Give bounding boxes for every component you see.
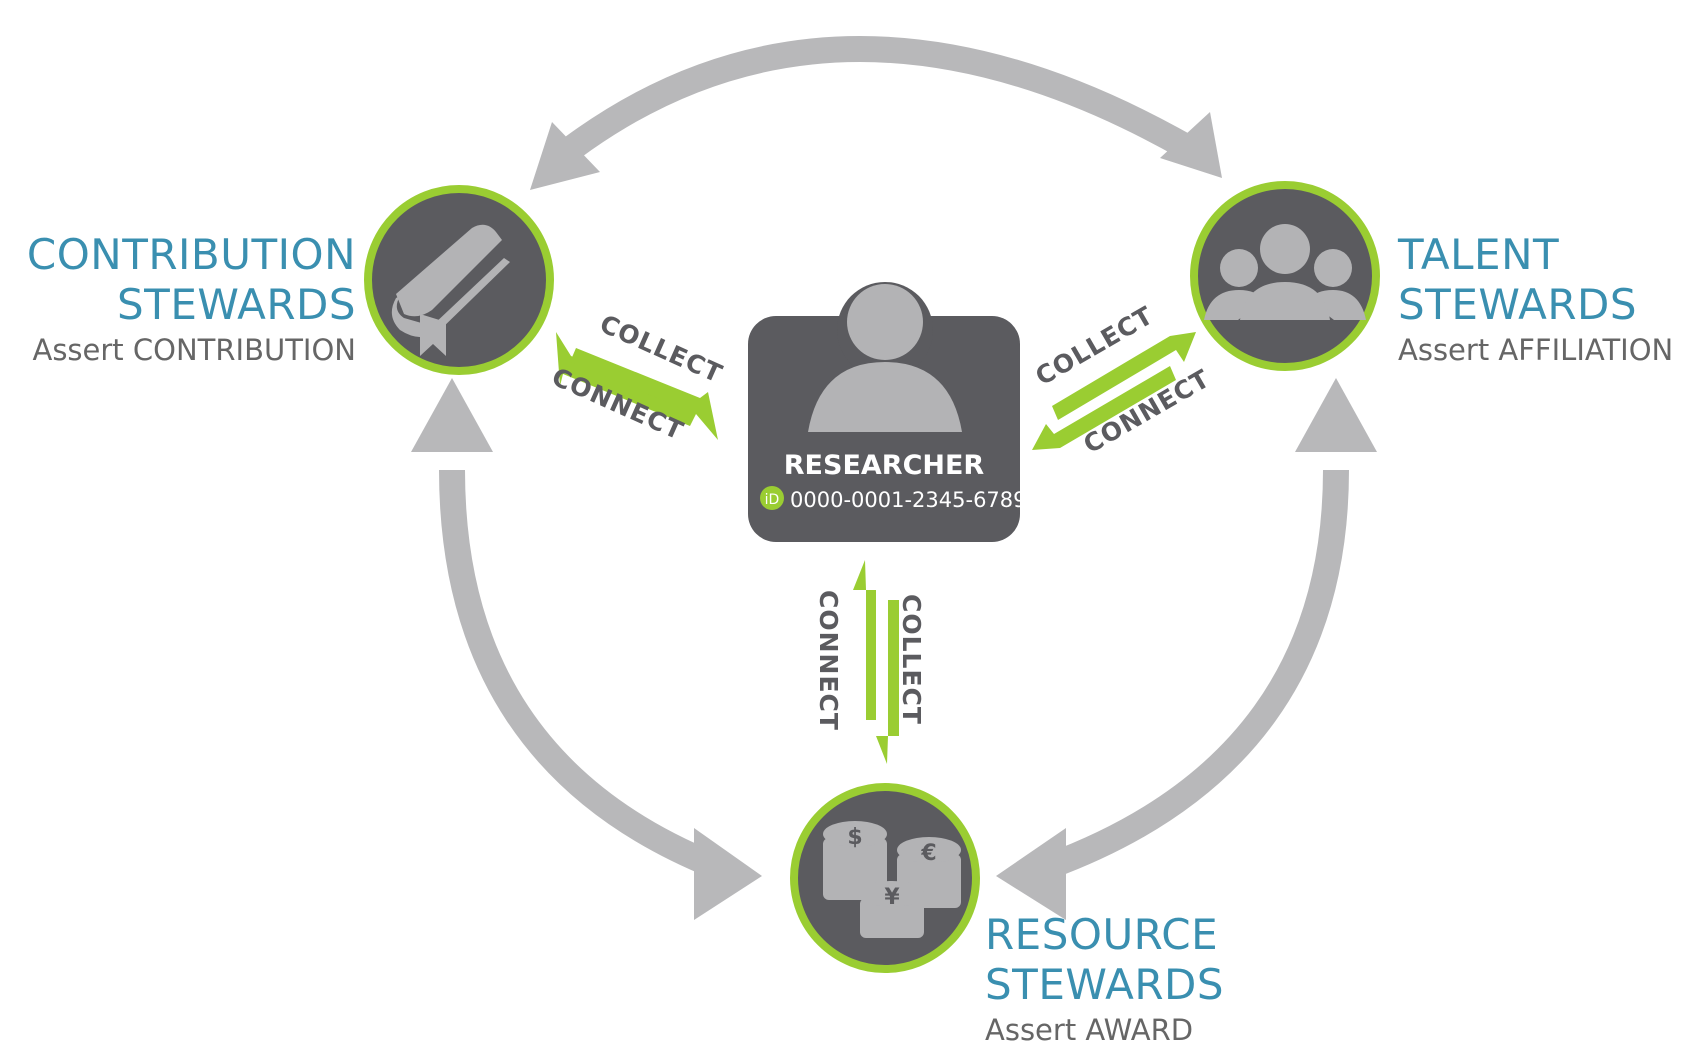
arrowhead-bottom-right bbox=[996, 828, 1066, 920]
arrowhead-top-right bbox=[1160, 112, 1222, 178]
collect-arrow-down bbox=[876, 600, 899, 764]
resource-title-line1: RESOURCE bbox=[985, 910, 1219, 959]
arrowhead-top-left bbox=[530, 122, 600, 190]
book-icon bbox=[391, 224, 510, 356]
person-icon bbox=[808, 284, 962, 432]
connect-arrow-up bbox=[853, 560, 876, 720]
right-collect-label: COLLECT bbox=[1031, 301, 1159, 392]
contribution-title-line2: STEWARDS bbox=[117, 280, 356, 329]
bottom-connect-label: CONNECT bbox=[814, 590, 843, 731]
coins-icon: $ € ¥ bbox=[823, 821, 961, 938]
group-icon bbox=[1204, 224, 1366, 320]
contribution-subtitle: Assert CONTRIBUTION bbox=[32, 333, 356, 367]
talent-node bbox=[1190, 181, 1380, 371]
researcher-label: RESEARCHER bbox=[784, 450, 985, 481]
right-cycle-arc bbox=[1045, 469, 1349, 879]
cycle-arrowheads bbox=[411, 112, 1377, 920]
researcher-card: RESEARCHER iD 0000-0001-2345-6789 bbox=[748, 282, 1027, 542]
arrowhead-left-up bbox=[411, 378, 493, 452]
euro-symbol: € bbox=[920, 841, 936, 866]
orcid-badge-text: iD bbox=[765, 492, 780, 508]
talent-circle bbox=[1190, 181, 1380, 371]
resource-label: RESOURCE STEWARDS Assert AWARD bbox=[985, 914, 1224, 1045]
orcid-icon bbox=[760, 486, 784, 510]
talent-title-line1: TALENT bbox=[1398, 230, 1560, 279]
left-cycle-arc bbox=[439, 469, 720, 879]
yen-symbol: ¥ bbox=[884, 885, 900, 910]
resource-title-line2: STEWARDS bbox=[985, 960, 1224, 1009]
collect-arrow-left bbox=[556, 332, 698, 426]
resource-subtitle: Assert AWARD bbox=[985, 1013, 1194, 1047]
arrowhead-right-up bbox=[1295, 378, 1377, 452]
contribution-label: CONTRIBUTION STEWARDS Assert CONTRIBUTIO… bbox=[27, 234, 356, 365]
bottom-connector-arrows bbox=[853, 560, 899, 764]
right-connector-arrows bbox=[1032, 332, 1196, 450]
bottom-collect-label: COLLECT bbox=[897, 594, 926, 725]
talent-title-line2: STEWARDS bbox=[1398, 280, 1637, 329]
contribution-title-line1: CONTRIBUTION bbox=[26, 230, 356, 279]
connect-arrow-right bbox=[1032, 366, 1176, 450]
resource-node: $ € ¥ bbox=[790, 783, 980, 973]
talent-label: TALENT STEWARDS Assert AFFILIATION bbox=[1398, 234, 1673, 365]
contribution-node bbox=[364, 185, 554, 375]
talent-subtitle: Assert AFFILIATION bbox=[1398, 333, 1674, 367]
orcid-id: 0000-0001-2345-6789 bbox=[790, 488, 1027, 512]
left-connector-arrows bbox=[556, 332, 718, 440]
dollar-symbol: $ bbox=[847, 825, 862, 850]
cycle-arrows bbox=[439, 36, 1349, 879]
top-cycle-arc bbox=[564, 36, 1195, 160]
arrowhead-bottom-left bbox=[694, 828, 762, 920]
connect-arrow-left bbox=[570, 348, 718, 440]
collect-arrow-right bbox=[1052, 332, 1196, 420]
